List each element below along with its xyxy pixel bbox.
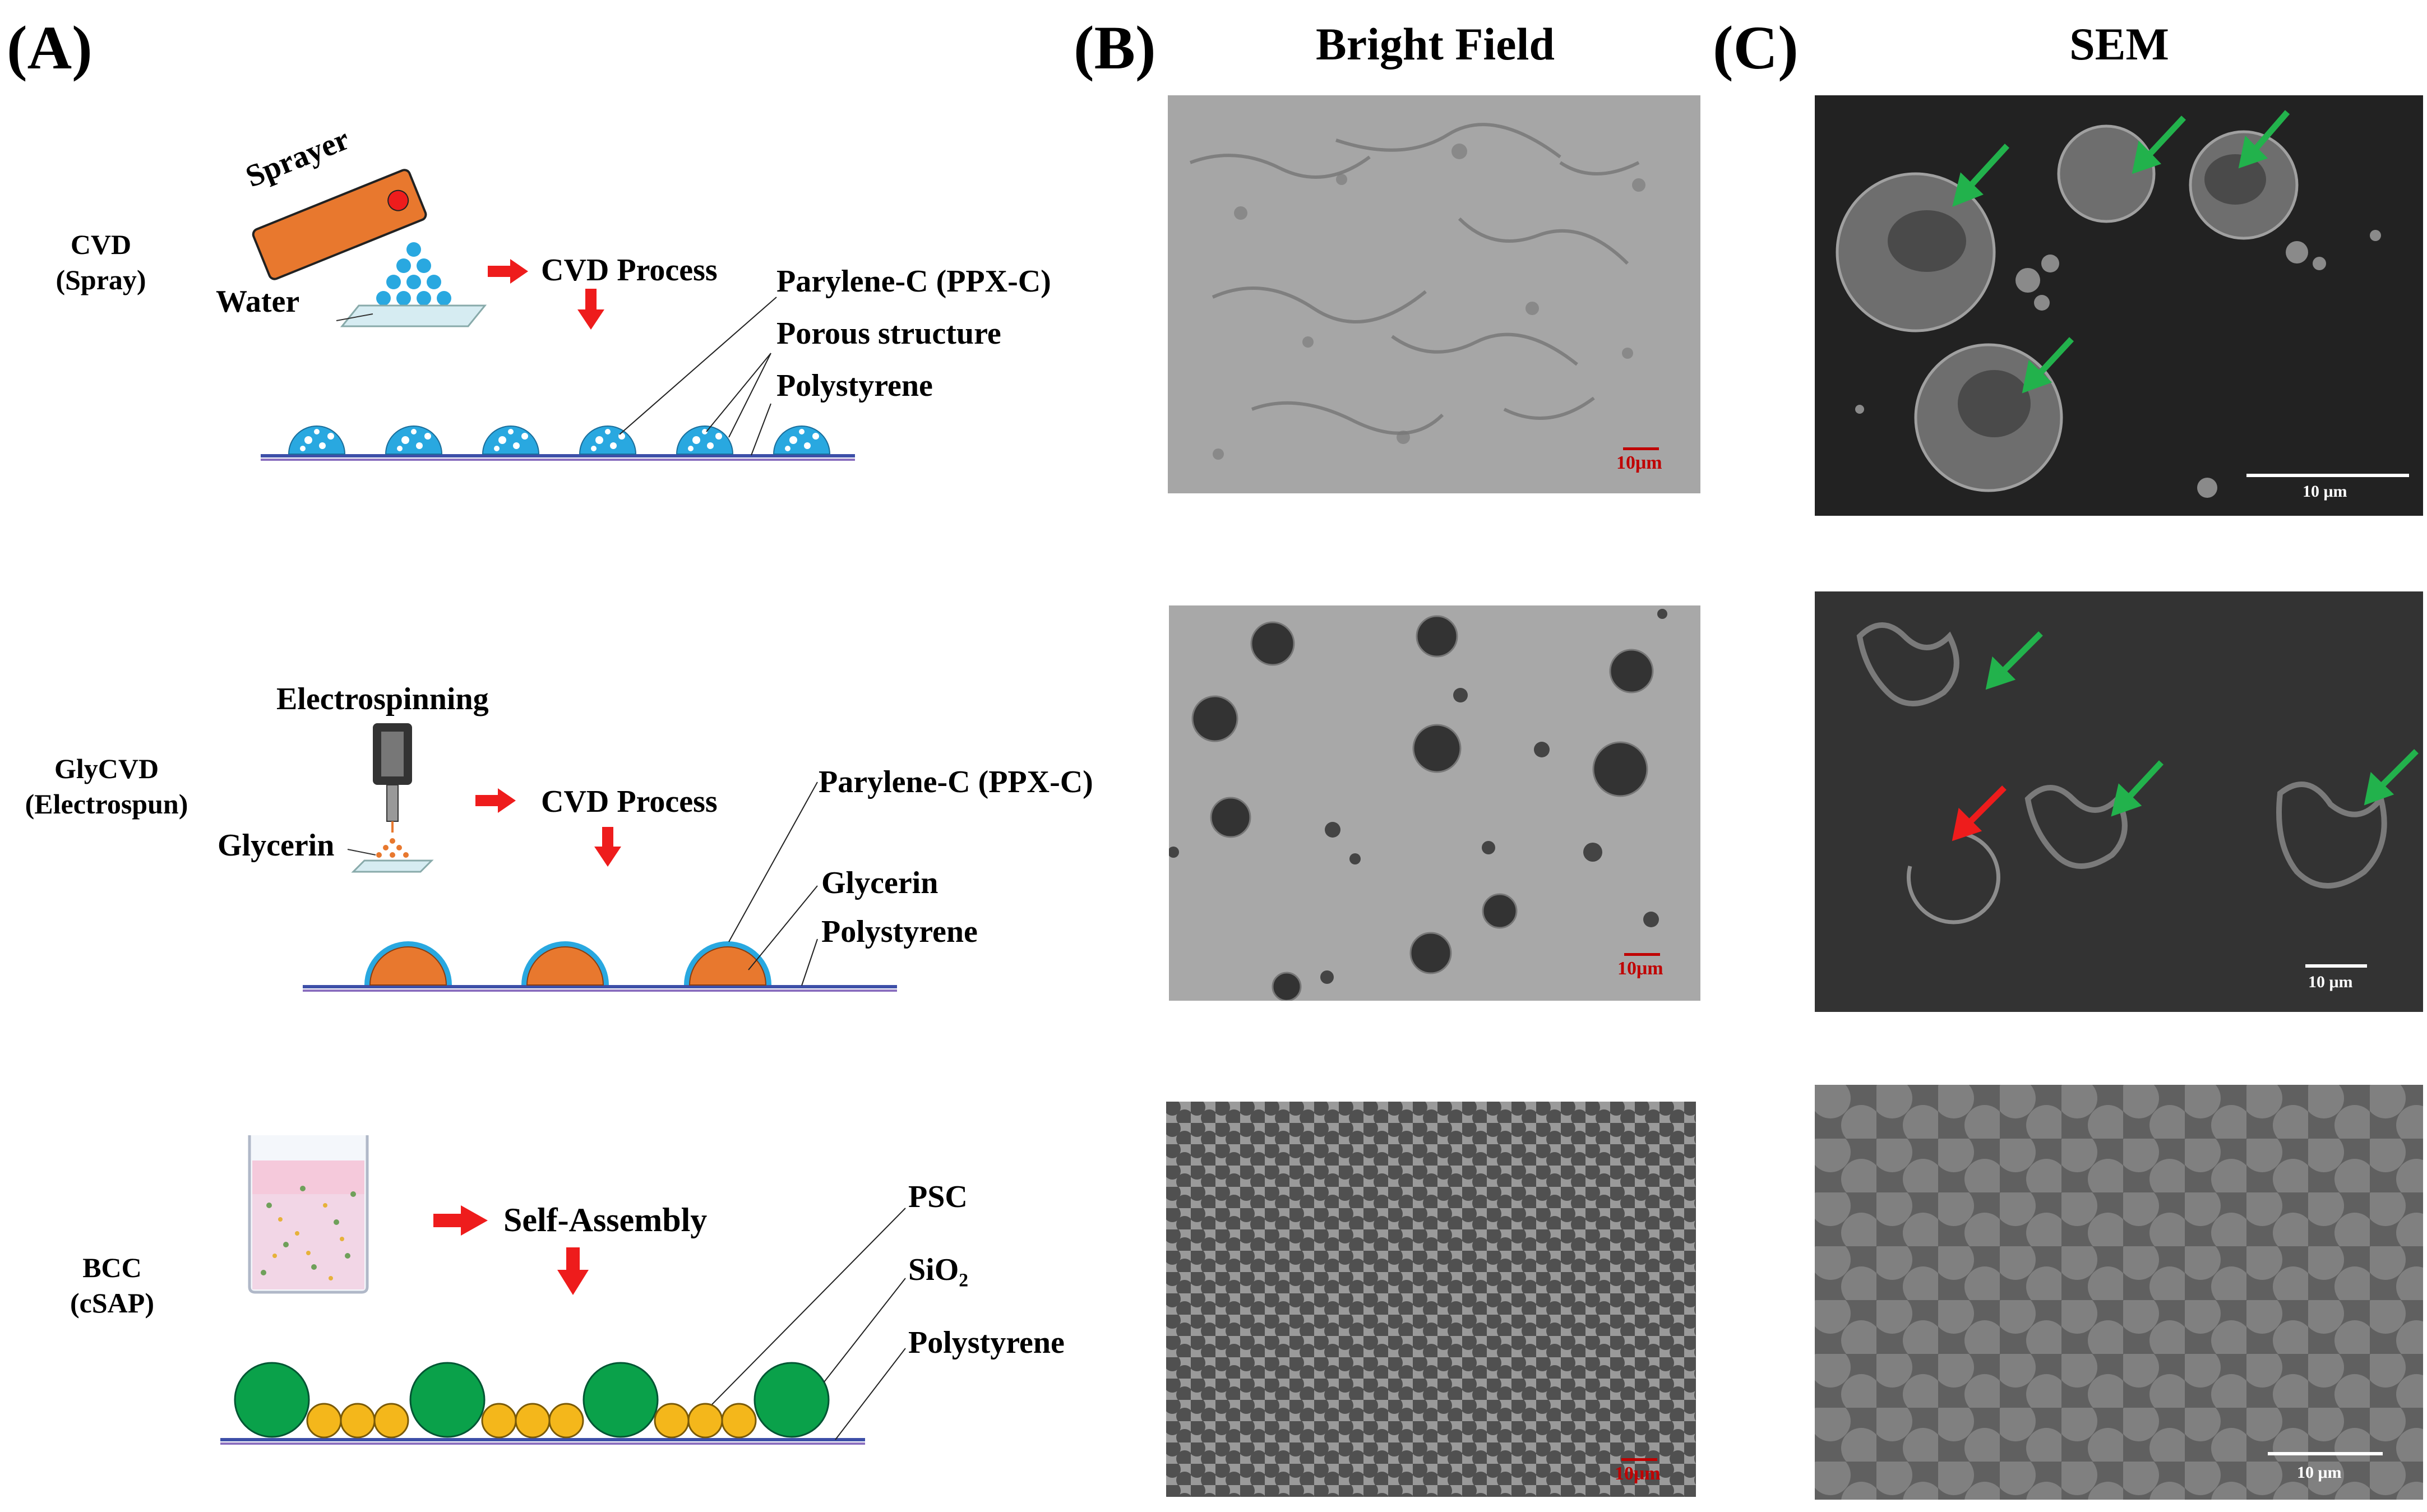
- sem-image-1: 10 μm: [1815, 95, 2423, 516]
- substrate-line: [220, 1438, 865, 1441]
- scale-bar: [1621, 1458, 1657, 1461]
- beaker-icon: [248, 1135, 369, 1294]
- scale-label-sem-2: 10 μm: [2308, 973, 2353, 991]
- glass-slide-2: [351, 859, 434, 873]
- glycerin-droplets-coated: [364, 941, 771, 986]
- scale-bar: [2305, 964, 2367, 968]
- row-label-bcc: BCC (cSAP): [56, 1250, 168, 1320]
- sem-image-3: 10 μm: [1815, 1085, 2423, 1500]
- leader-lines-row3: [711, 1208, 906, 1440]
- scale-bar: [2246, 474, 2409, 477]
- row-method: GlyCVD: [54, 753, 159, 784]
- process-arrow-right: [488, 259, 528, 284]
- sio2-spheres: [306, 1403, 757, 1439]
- panel-label-c: (C): [1713, 13, 1799, 82]
- substrate-line: [303, 985, 897, 988]
- row-submethod: (Electrospun): [25, 788, 188, 820]
- process-arrow-right: [433, 1205, 488, 1236]
- bright-field-image-2: 10μm: [1169, 605, 1700, 1001]
- leader-lines-row2: [728, 782, 818, 986]
- label-polystyrene-1: Polystyrene: [776, 368, 933, 403]
- schematic-panel-a: [220, 169, 906, 1445]
- sprayer-icon: [252, 169, 427, 280]
- sem-image-2: 10 μm: [1815, 591, 2423, 1012]
- row-label-glycvd: GlyCVD (Electrospun): [0, 751, 213, 821]
- glass-slide: [340, 304, 487, 327]
- row-method: CVD: [70, 229, 132, 260]
- panel-label-b: (B): [1074, 13, 1156, 82]
- scale-bar: [2268, 1452, 2383, 1455]
- label-glycerin-source: Glycerin: [218, 828, 335, 863]
- column-title-bright-field: Bright Field: [1316, 19, 1555, 70]
- row-label-cvd: CVD (Spray): [53, 227, 149, 297]
- bright-field-image-3: 10μm: [1166, 1102, 1696, 1497]
- panel-label-a: (A): [7, 13, 93, 82]
- substrate-line: [261, 454, 855, 457]
- label-psc: PSC: [908, 1180, 968, 1214]
- row-submethod: (Spray): [56, 263, 146, 295]
- label-water: Water: [216, 284, 300, 319]
- process-arrow-down: [557, 1247, 589, 1295]
- label-polystyrene-2: Polystyrene: [821, 914, 978, 949]
- label-parylene-2: Parylene-C (PPX-C): [819, 765, 1093, 799]
- row-method: BCC: [82, 1252, 142, 1283]
- scale-label-sem-3: 10 μm: [2297, 1463, 2342, 1482]
- scale-bar: [1623, 447, 1659, 450]
- scale-label-bf-1: 10μm: [1616, 452, 1662, 473]
- psc-spheres: [234, 1362, 830, 1438]
- label-cvd-process-1: CVD Process: [541, 253, 718, 288]
- label-glycerin-layer: Glycerin: [821, 866, 939, 900]
- water-droplets-icon: [376, 242, 451, 306]
- label-cvd-process-2: CVD Process: [541, 784, 718, 819]
- process-arrow-right: [475, 788, 516, 813]
- process-arrow-down: [577, 289, 604, 330]
- label-sio2: SiO₂: [908, 1252, 969, 1287]
- label-porous-structure: Porous structure: [776, 316, 1001, 351]
- porous-domes: [288, 426, 831, 455]
- glycerin-droplets-icon: [376, 838, 409, 858]
- label-polystyrene-3: Polystyrene: [908, 1325, 1065, 1360]
- process-arrow-down: [594, 827, 621, 867]
- column-title-sem: SEM: [2069, 19, 2169, 70]
- label-electrospinning: Electrospinning: [276, 682, 489, 716]
- label-parylene-1: Parylene-C (PPX-C): [776, 264, 1051, 299]
- scale-bar: [1624, 953, 1660, 956]
- bright-field-image-1: 10μm: [1168, 95, 1700, 493]
- leader-lines-row1: [619, 297, 777, 456]
- scale-label-bf-2: 10μm: [1617, 958, 1663, 979]
- scale-label-bf-3: 10μm: [1615, 1463, 1661, 1484]
- electrospinning-syringe-icon: [373, 723, 412, 833]
- label-self-assembly: Self-Assembly: [503, 1201, 708, 1238]
- scale-label-sem-1: 10 μm: [2303, 482, 2347, 501]
- row-submethod: (cSAP): [70, 1287, 154, 1319]
